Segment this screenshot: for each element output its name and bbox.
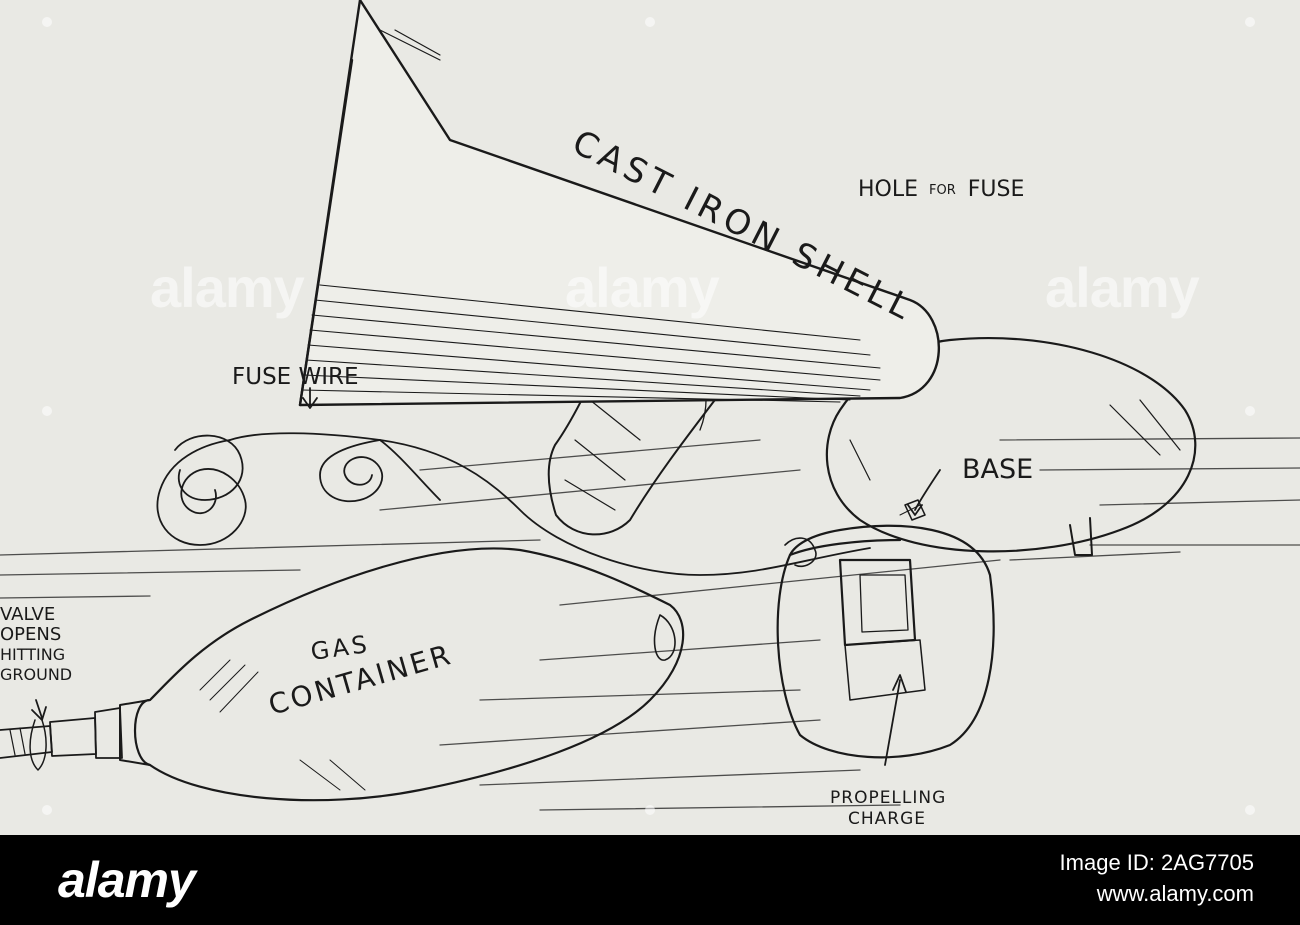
- label-valve: VALVE: [0, 604, 55, 625]
- watermark-dot: [42, 17, 52, 27]
- watermark-left: alamy: [150, 255, 304, 320]
- watermark-center: alamy: [565, 255, 719, 320]
- image-id: Image ID: 2AG7705: [1060, 847, 1254, 878]
- label-hole-suffix: FUSE: [968, 177, 1025, 202]
- watermark-dot: [1245, 406, 1255, 416]
- watermark-dot: [1245, 805, 1255, 815]
- watermark-dot: [645, 17, 655, 27]
- watermark-dot: [42, 805, 52, 815]
- ground-hatching: [0, 438, 1300, 810]
- label-opens: OPENS: [0, 624, 61, 645]
- watermark-dot: [1245, 17, 1255, 27]
- label-hole-prefix: HOLE: [858, 177, 918, 202]
- site-url[interactable]: www.alamy.com: [1060, 878, 1254, 909]
- label-gas: GAS: [309, 630, 372, 666]
- stock-footer: alamy Image ID: 2AG7705 www.alamy.com: [0, 835, 1300, 925]
- label-charge: CHARGE: [848, 809, 926, 829]
- illustration-drawing: CAST IRON SHELL HOLE FOR FUSE FUSE WIRE …: [0, 0, 1300, 835]
- watermark-right: alamy: [1045, 255, 1199, 320]
- label-base: BASE: [962, 454, 1033, 485]
- image-meta: Image ID: 2AG7705 www.alamy.com: [1060, 847, 1254, 909]
- label-arrows: [32, 388, 940, 765]
- label-fuse-wire: FUSE WIRE: [232, 364, 359, 390]
- label-hole-small: FOR: [929, 183, 956, 198]
- label-propelling: PROPELLING: [830, 788, 946, 808]
- alamy-logo[interactable]: alamy: [58, 847, 195, 913]
- watermark-dot: [42, 406, 52, 416]
- label-hole-for-fuse: HOLE FOR FUSE: [858, 175, 1024, 202]
- label-hitting: HITTING: [0, 645, 65, 664]
- gas-shell-illustration: CAST IRON SHELL HOLE FOR FUSE FUSE WIRE …: [0, 0, 1300, 835]
- watermark-dot: [645, 805, 655, 815]
- label-ground: GROUND: [0, 665, 72, 684]
- fuse-wire-drawing: [157, 433, 870, 575]
